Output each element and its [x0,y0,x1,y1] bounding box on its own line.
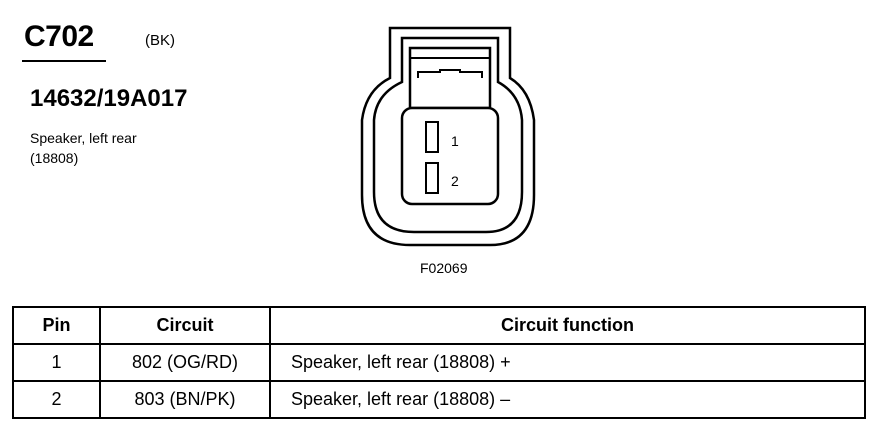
pin-2-slot [425,162,439,194]
figure-code: F02069 [420,260,468,276]
header-circuit-function: Circuit function [269,306,866,345]
pin-cell: 1 [12,343,101,382]
header-pin: Pin [12,306,101,345]
circuit-cell: 803 (BN/PK) [99,380,271,419]
connector-description: Speaker, left rear [30,130,137,146]
pin-cell: 2 [12,380,101,419]
header-circuit: Circuit [99,306,271,345]
connector-housing-inner [372,36,524,234]
circuit-cell: 802 (OG/RD) [99,343,271,382]
table-row: 1 802 (OG/RD) Speaker, left rear (18808)… [12,343,866,382]
part-number: 14632/19A017 [30,85,188,112]
pin-2-label: 2 [451,173,459,189]
table-row: 2 803 (BN/PK) Speaker, left rear (18808)… [12,380,866,419]
function-cell: Speaker, left rear (18808) + [269,343,866,382]
connector-housing-outer [360,26,536,247]
pin-1-label: 1 [451,133,459,149]
connector-diagram: 1 2 [360,26,536,247]
pin-1-slot [425,121,439,153]
connector-latch-tab [417,69,483,78]
connector-color: (BK) [145,32,175,49]
connector-description-code: (18808) [30,150,79,166]
table-header-row: Pin Circuit Circuit function [12,306,866,345]
connector-terminal-body [400,106,500,206]
function-cell: Speaker, left rear (18808) – [269,380,866,419]
connector-id: C702 [24,20,94,53]
connector-id-underline [22,60,106,62]
pin-table: Pin Circuit Circuit function 1 802 (OG/R… [12,306,866,419]
